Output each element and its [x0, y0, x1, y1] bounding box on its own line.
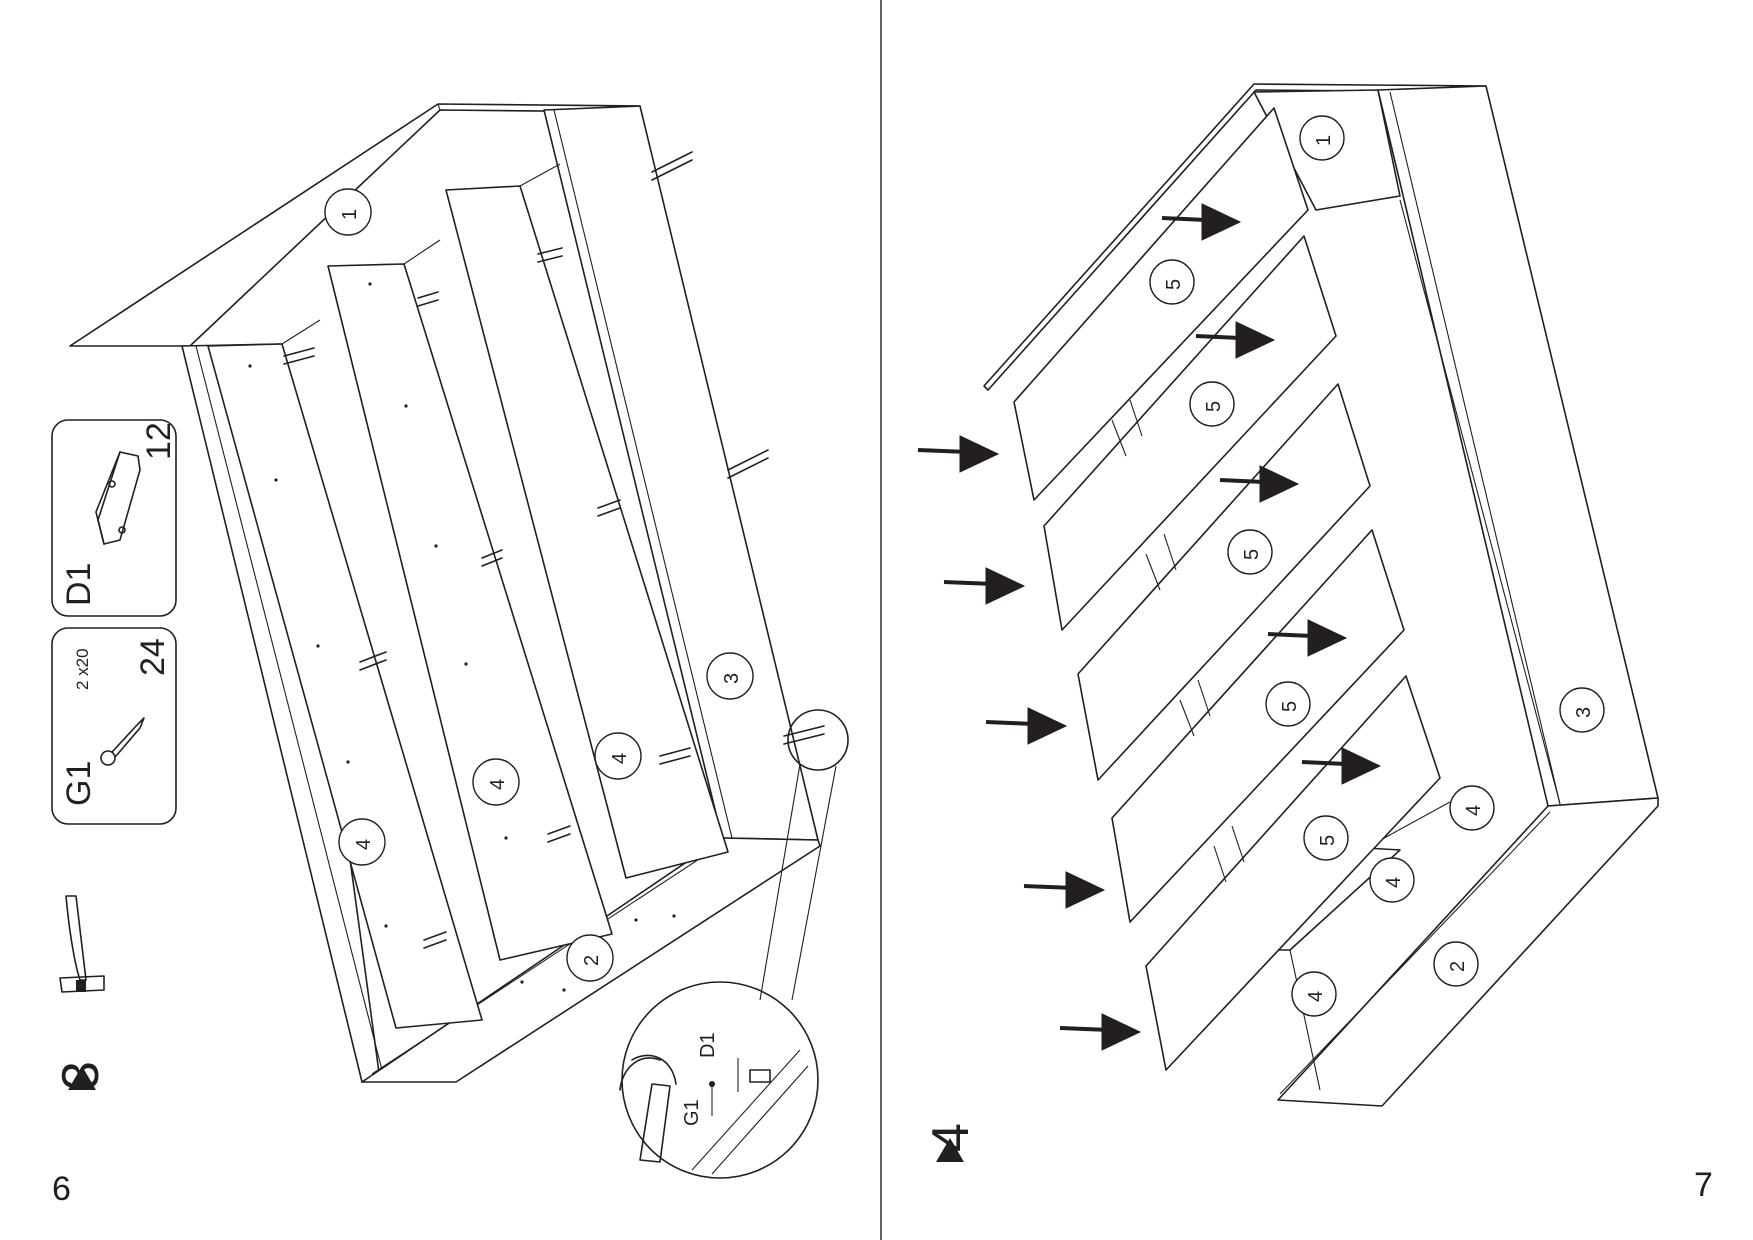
- panel-label: 4: [1369, 857, 1415, 903]
- shelf-panel: [207, 343, 483, 1029]
- arrow-icon: [1059, 1013, 1142, 1051]
- panel-label: 5: [1265, 681, 1311, 727]
- part-code: D1: [60, 563, 98, 606]
- arrow-icon: [1161, 203, 1242, 241]
- svg-text:4: 4: [353, 839, 375, 850]
- drawer-front: [1111, 529, 1405, 923]
- detail-callout: D1 G1: [619, 709, 849, 1179]
- panel-label: 5: [1303, 815, 1349, 861]
- panel-label: 4: [1449, 785, 1495, 831]
- svg-text:5: 5: [1241, 549, 1263, 560]
- part-box-d1: D1 12: [51, 419, 178, 617]
- part-size: 2 x20: [73, 648, 92, 690]
- nail-icon: [100, 717, 145, 766]
- svg-text:1: 1: [339, 209, 361, 220]
- svg-text:2: 2: [1447, 961, 1469, 972]
- panel-label: 3: [1559, 687, 1605, 733]
- svg-text:5: 5: [1203, 401, 1225, 412]
- hammer-icon: [59, 895, 105, 993]
- arrow-icon: [1023, 871, 1106, 909]
- drawer-front: [1145, 675, 1441, 1071]
- detail-label-g1: G1: [681, 1099, 703, 1126]
- divider-lines: [1111, 399, 1245, 883]
- panel-label: 5: [1149, 259, 1195, 305]
- arrow-icon: [943, 567, 1026, 605]
- svg-text:5: 5: [1317, 835, 1339, 846]
- detail-label-d1: D1: [697, 1032, 719, 1058]
- panel-label: 4: [338, 818, 386, 866]
- panel-label: 3: [706, 652, 754, 700]
- hole-dots: [248, 282, 676, 992]
- svg-text:4: 4: [609, 753, 631, 764]
- svg-text:3: 3: [1573, 707, 1595, 718]
- fastener-marks: [283, 151, 825, 949]
- panel-label: 1: [1299, 115, 1345, 161]
- svg-text:3: 3: [721, 673, 743, 684]
- part-quantity: 12: [140, 422, 178, 460]
- panel-label: 2: [566, 934, 614, 982]
- left-page: 3 G1 2 x20 24: [51, 103, 849, 1208]
- arrow-icon: [917, 435, 1000, 473]
- panel-label: 4: [472, 758, 520, 806]
- insert-arrows: [917, 203, 1382, 1051]
- shelf-panel: [445, 185, 729, 879]
- step-triangle-icon: [68, 1066, 96, 1090]
- arrow-icon: [1301, 747, 1382, 785]
- svg-text:4: 4: [1463, 805, 1485, 816]
- arrow-icon: [1219, 465, 1300, 503]
- shelf-panel: [327, 263, 613, 961]
- step-triangle-icon: [936, 1138, 964, 1162]
- drawer-front: [1013, 107, 1309, 501]
- panel-label: 1: [324, 188, 372, 236]
- svg-text:1: 1: [1313, 135, 1335, 146]
- part-box-g1: G1 2 x20 24: [51, 627, 177, 825]
- part-code: G1: [60, 761, 98, 806]
- svg-text:4: 4: [487, 779, 509, 790]
- right-page: 4: [917, 83, 1713, 1204]
- panel-label: 4: [1291, 971, 1337, 1017]
- arrow-icon: [985, 707, 1068, 745]
- panel-label: 2: [1433, 941, 1479, 987]
- arrow-icon: [1267, 619, 1348, 657]
- svg-text:2: 2: [581, 955, 603, 966]
- panel-label: 5: [1227, 529, 1273, 575]
- svg-text:4: 4: [1305, 991, 1327, 1002]
- arrow-icon: [1195, 321, 1276, 359]
- page-number-right: 7: [1694, 1166, 1713, 1204]
- panel-label: 5: [1189, 381, 1235, 427]
- svg-text:5: 5: [1163, 279, 1185, 290]
- svg-text:5: 5: [1279, 701, 1301, 712]
- part-quantity: 24: [134, 638, 172, 676]
- page-number-left: 6: [52, 1170, 71, 1208]
- panel-3: [1377, 85, 1659, 807]
- bracket-icon: [95, 451, 141, 545]
- panel-label: 4: [594, 732, 642, 780]
- svg-text:4: 4: [1383, 877, 1405, 888]
